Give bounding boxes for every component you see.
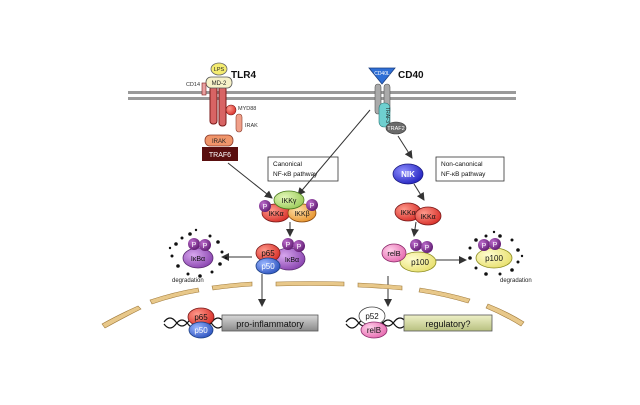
ikk-beta-label: IKKβ (294, 211, 309, 218)
phospho-label: P (263, 204, 268, 211)
irak-box-label: IRAK (212, 139, 226, 145)
phospho-label: P (425, 245, 430, 252)
p50-nuclear (188, 321, 214, 339)
phospho-label: P (414, 243, 419, 250)
noncanonical-label-1: Non-canonical (441, 161, 483, 168)
irak-side-label: IRAK (245, 123, 258, 129)
traf2-label: TRAF2 (387, 126, 404, 132)
phospho-mark (489, 238, 501, 250)
phospho-mark (478, 239, 490, 251)
degradation-fragments (468, 230, 524, 276)
canonical-label-2: NF-κB pathway (273, 171, 318, 178)
p65-nuclear-label: p65 (194, 313, 208, 322)
ikka-label-2: IKKα (420, 214, 435, 221)
phospho-label: P (286, 242, 291, 249)
ikka-subunit-2 (414, 206, 442, 226)
p50-protein (255, 257, 281, 275)
traf3-protein (378, 102, 391, 128)
p100-label: p100 (411, 258, 429, 267)
myd88-label: MYD88 (238, 106, 256, 112)
arrow-traf2-to-nik (397, 135, 413, 159)
cd40-receptor-complex: CD40L CD40 TRAF3 TRAF2 (368, 67, 424, 135)
phospho-mark (306, 199, 318, 211)
degradation-label-left: degradation (172, 278, 204, 284)
phospho-mark (259, 200, 271, 212)
ikba-label: IκBα (285, 257, 299, 264)
tlr4-label: TLR4 (231, 70, 256, 81)
noncanonical-pathway-box: Non-canonical NF-κB pathway (435, 156, 505, 182)
lps-molecule (210, 62, 228, 76)
traf6-label: TRAF6 (209, 152, 231, 159)
irak-protein (204, 134, 234, 147)
md2-label: MD-2 (212, 81, 227, 87)
noncanonical-label-2: NF-κB pathway (441, 171, 486, 178)
phospho-label: P (482, 243, 487, 250)
ikk-gamma-subunit (273, 190, 305, 210)
ikba-degradation-group: IκBα P P degradation (168, 228, 228, 284)
phospho-mark (293, 240, 305, 252)
phospho-mark (188, 238, 200, 250)
cell-membrane (128, 91, 516, 100)
tlr4-receptor-complex: MD-2 LPS CD14 TLR4 MYD88 IRAK IRAK TRAF6 (186, 62, 258, 161)
p52-nuclear-label: p52 (365, 312, 379, 321)
arrow-traf6-to-ikk (227, 162, 273, 199)
relb-protein (381, 243, 407, 263)
cd14-label: CD14 (186, 82, 200, 88)
arrow-cd40-to-ikk (297, 109, 371, 196)
phospho-label: P (310, 203, 315, 210)
relb-label: relB (387, 249, 400, 258)
p65-label: p65 (261, 249, 275, 258)
phospho-label: P (192, 242, 197, 249)
ikka-label-1: IKKα (400, 210, 415, 217)
proinflammatory-gene (221, 314, 319, 332)
p100-degraded-label: p100 (485, 254, 503, 263)
traf3-label: TRAF3 (384, 107, 390, 123)
noncanonical-gene-region: regulatory? p52 relB (345, 306, 493, 339)
nik-label: NIK (401, 170, 415, 179)
relb-nuclear (360, 321, 388, 339)
phospho-label: P (493, 242, 498, 249)
cd40l-ligand (368, 67, 396, 85)
canonical-gene-region: pro-inflammatory p65 p50 (163, 307, 319, 339)
ikk-complex: IKKα IKKβ IKKγ P P (259, 190, 318, 223)
phospho-label: P (203, 243, 208, 250)
cd40l-label: CD40L (374, 71, 390, 77)
nik-kinase: NIK (392, 163, 424, 185)
ikk-alpha-label: IKKα (268, 211, 283, 218)
arrow-ikka-to-p100 (411, 221, 419, 237)
ikba-degraded-label: IκBα (191, 256, 205, 263)
p50-label: p50 (261, 262, 275, 271)
p100-protein (399, 251, 437, 273)
md2-protein (205, 76, 233, 89)
ikk-gamma-label: IKKγ (282, 198, 297, 205)
cd40-label: CD40 (398, 70, 424, 81)
lps-label: LPS (214, 67, 225, 73)
canonical-label-1: Canonical (273, 161, 302, 168)
traf2-protein (385, 121, 407, 135)
degradation-fragments (168, 228, 228, 278)
p65-p50-ikba-complex: IκBα p65 p50 P P (255, 238, 306, 275)
degradation-label-right: degradation (500, 278, 532, 284)
p100-degradation-group: p100 P P degradation (468, 230, 532, 284)
arrow-nik-to-ikka (413, 183, 425, 201)
myd88-protein (225, 104, 237, 116)
phospho-mark (199, 239, 211, 251)
phospho-mark (282, 238, 294, 250)
proinflammatory-gene-label: pro-inflammatory (236, 319, 304, 329)
relb-p100-complex: p100 relB P P (381, 239, 437, 273)
nuclear-envelope (101, 281, 525, 329)
ikka-dimer: IKKα IKKα (394, 202, 442, 226)
p50-nuclear-label: p50 (194, 326, 208, 335)
regulatory-gene (403, 314, 493, 332)
traf6-box (202, 147, 238, 161)
regulatory-gene-label: regulatory? (425, 319, 470, 329)
phospho-label: P (297, 244, 302, 251)
phospho-mark (421, 241, 433, 253)
signal-arrows (221, 109, 467, 307)
phospho-mark (410, 239, 422, 251)
relb-nuclear-label: relB (367, 326, 381, 335)
